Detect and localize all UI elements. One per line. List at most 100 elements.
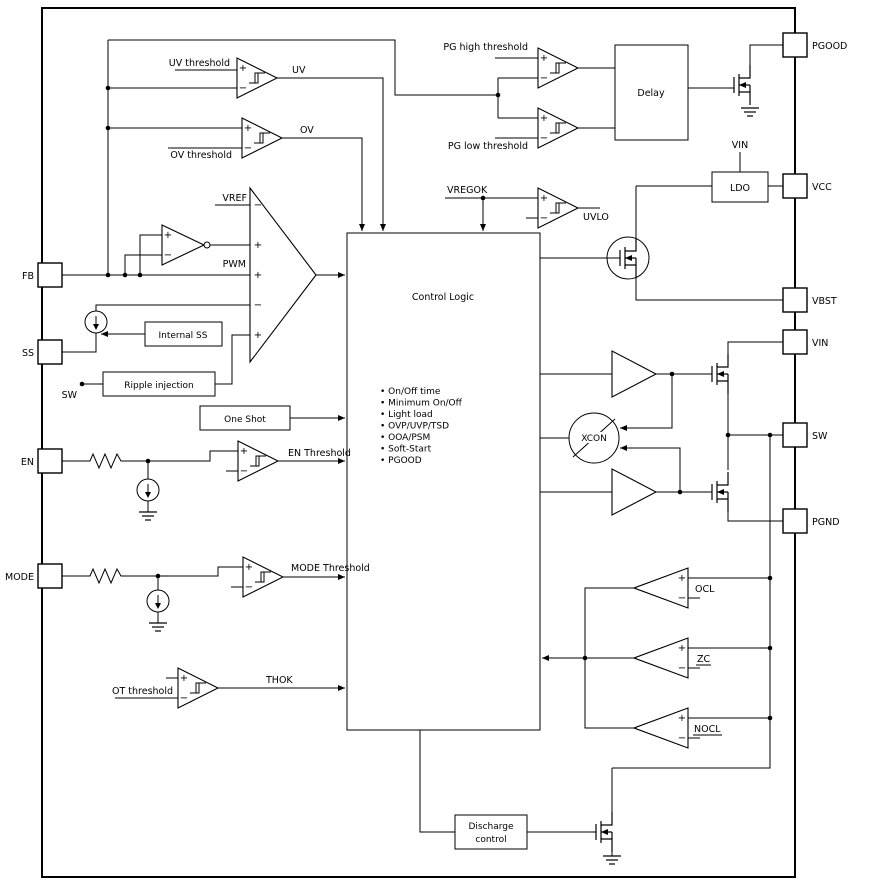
control-logic-box — [346, 232, 541, 731]
ground-symbol — [740, 107, 760, 117]
low-side-mosfet — [711, 471, 729, 513]
pins — [37, 32, 808, 589]
discharge-mosfet — [595, 811, 613, 853]
ot-comparator — [177, 667, 220, 709]
uvlo-label: UVLO — [583, 212, 609, 223]
minus-sign: − — [180, 693, 188, 704]
ripple-injection-label: Ripple injection — [124, 381, 194, 391]
plus-sign: + — [678, 643, 686, 654]
uvlo-comparator — [537, 187, 580, 229]
minus-sign: − — [540, 213, 548, 224]
high-side-mosfet — [711, 353, 729, 395]
ov-signal-label: OV — [300, 125, 314, 136]
control-item: • OOA/PSM — [380, 433, 430, 443]
en-resistor — [85, 452, 125, 470]
pg-low-comparator — [537, 107, 580, 149]
ot-threshold-label: OT threshold — [112, 686, 173, 697]
control-item: • Soft-Start — [380, 445, 432, 455]
pin-mode — [37, 563, 63, 589]
control-item: • On/Off time — [380, 387, 441, 397]
mode-comparator — [242, 556, 285, 598]
pin-pgood-label: PGOOD — [812, 41, 847, 52]
ldo-box — [711, 171, 769, 203]
pin-vbst — [782, 287, 808, 313]
en-comparator — [237, 440, 280, 482]
one-shot-box — [199, 405, 291, 431]
pin-en — [37, 448, 63, 474]
minus-sign: − — [239, 83, 247, 94]
pin-vbst-label: VBST — [812, 296, 837, 307]
ground-symbol — [602, 855, 622, 865]
ground-symbol — [138, 511, 158, 521]
control-item: • Light load — [380, 410, 433, 420]
vref-label: VREF — [222, 193, 247, 204]
minus-sign: − — [245, 582, 253, 593]
pin-en-label: EN — [21, 457, 34, 468]
minus-sign: − — [254, 200, 262, 211]
wiring — [62, 39, 783, 856]
uv-threshold-label: UV threshold — [169, 58, 230, 69]
vin-top-label: VIN — [732, 140, 748, 151]
thok-label: THOK — [265, 675, 293, 686]
vregok-label: VREGOK — [447, 185, 488, 196]
plus-sign: + — [254, 330, 262, 341]
pgood-mosfet — [733, 64, 751, 106]
ocl-label: OCL — [695, 584, 715, 595]
minus-sign: − — [240, 466, 248, 477]
pin-fb-label: FB — [22, 271, 34, 282]
minus-sign: − — [540, 133, 548, 144]
one-shot-label: One Shot — [224, 415, 266, 425]
zc-comparator — [632, 637, 689, 679]
minus-sign: − — [678, 663, 686, 674]
delay-label: Delay — [637, 88, 665, 99]
ldo-label: LDO — [730, 183, 750, 194]
ground-symbol — [148, 622, 168, 632]
ov-threshold-label: OV threshold — [170, 150, 232, 161]
minus-sign: − — [540, 73, 548, 84]
pg-high-comparator — [537, 47, 580, 89]
minus-sign: − — [254, 300, 262, 311]
pin-vcc-label: VCC — [812, 182, 832, 193]
ss-current-source — [84, 310, 108, 334]
plus-sign: + — [245, 562, 253, 573]
low-side-driver — [611, 468, 658, 516]
pin-pgnd — [782, 508, 808, 534]
en-threshold-label: EN Threshold — [288, 448, 351, 459]
pin-ss — [37, 339, 63, 365]
ocl-comparator — [632, 567, 689, 609]
nocl-comparator — [632, 707, 689, 749]
mode-current-source — [146, 589, 170, 613]
minus-sign: − — [244, 143, 252, 154]
xcon-label: XCON — [581, 434, 607, 444]
control-logic-label: Control Logic — [412, 292, 474, 303]
plus-sign: + — [678, 573, 686, 584]
plus-sign: + — [180, 673, 188, 684]
pin-vcc — [782, 173, 808, 199]
plus-sign: + — [244, 123, 252, 134]
pg-low-threshold-label: PG low threshold — [448, 141, 528, 152]
pin-fb — [37, 262, 63, 288]
high-side-driver — [611, 350, 658, 398]
plus-sign: + — [540, 193, 548, 204]
plus-sign: + — [164, 230, 172, 241]
pin-pgnd-label: PGND — [812, 517, 840, 528]
pin-sw — [782, 422, 808, 448]
plus-sign: + — [540, 53, 548, 64]
zc-label: ZC — [697, 654, 711, 665]
en-current-source — [136, 478, 160, 502]
pwm-label: PWM — [223, 259, 246, 270]
uv-comparator — [236, 57, 279, 99]
minus-sign: − — [164, 250, 172, 261]
delay-box — [614, 44, 689, 141]
pg-high-threshold-label: PG high threshold — [443, 42, 528, 53]
pin-vin-label: VIN — [812, 338, 828, 349]
junction-dots — [79, 85, 773, 721]
mode-resistor — [85, 567, 125, 585]
comparator-signs: + − + − + − − + + − + + − + − + − + − + … — [164, 53, 686, 744]
discharge-control-label-2: control — [475, 835, 506, 845]
minus-sign: − — [678, 733, 686, 744]
minus-sign: − — [678, 593, 686, 604]
ov-comparator — [241, 117, 284, 159]
